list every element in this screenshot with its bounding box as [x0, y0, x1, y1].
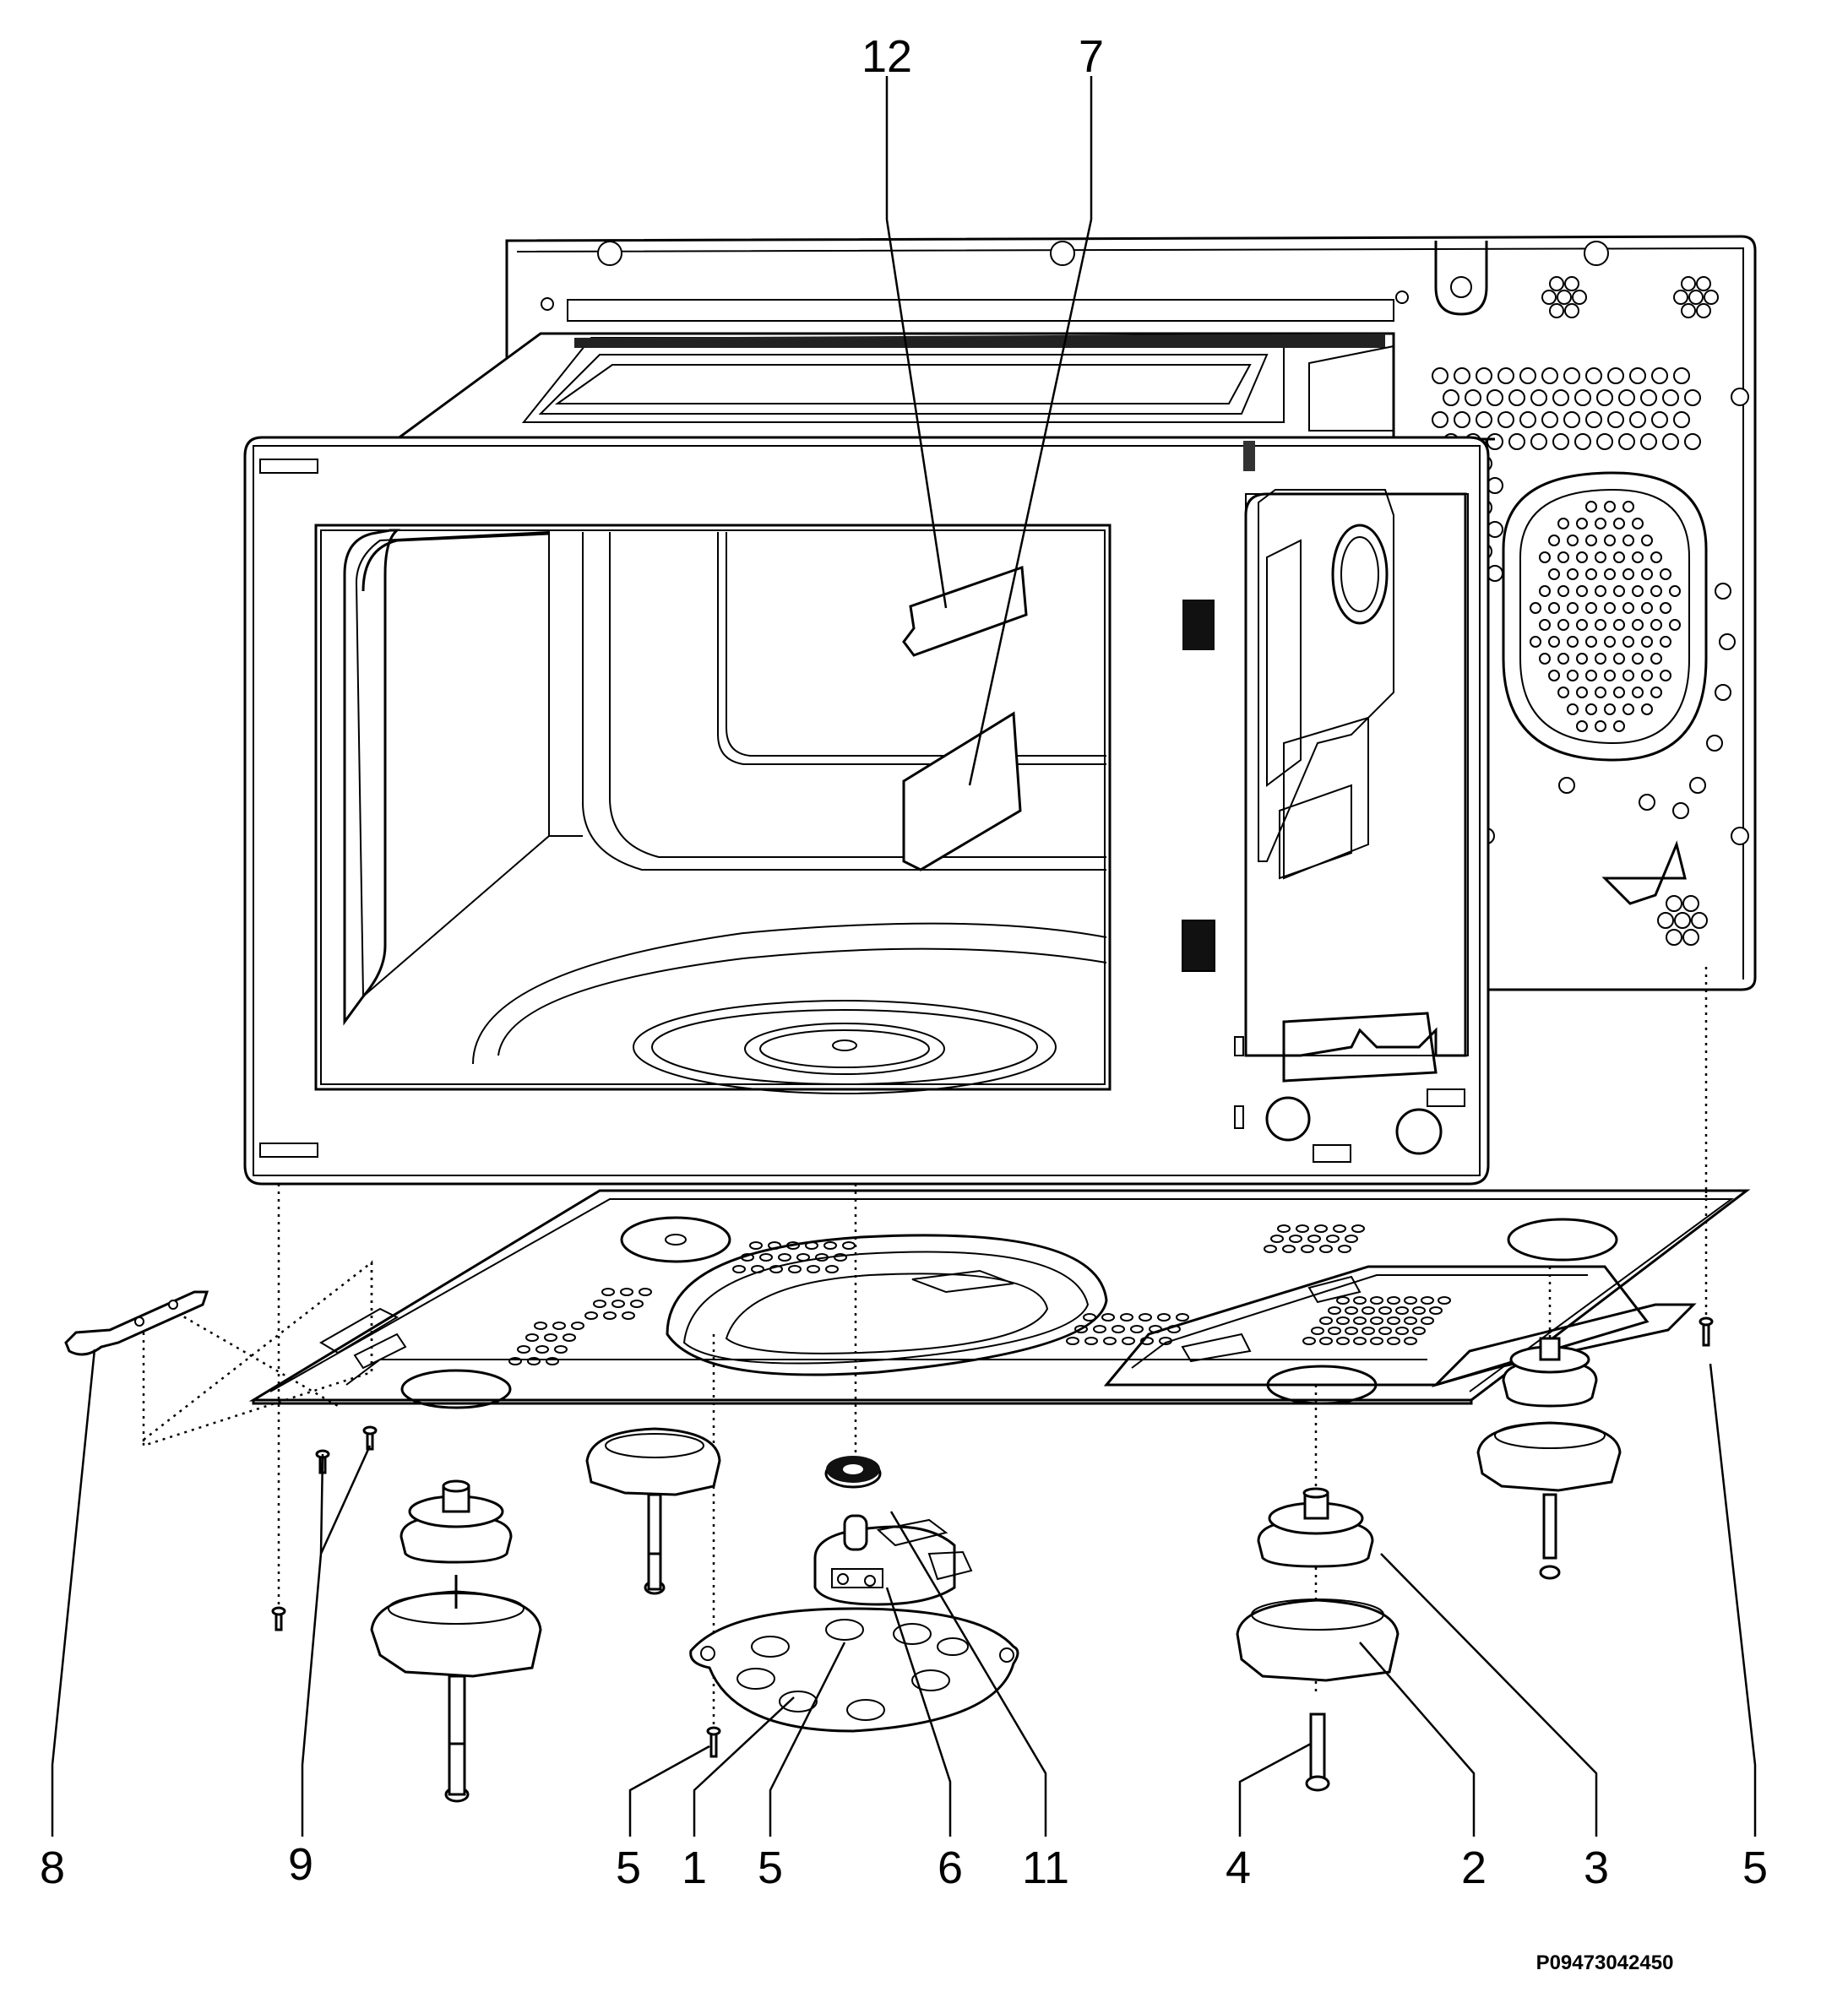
- callout-7: 7: [1079, 31, 1104, 82]
- lever-part: [64, 1290, 209, 1356]
- callout-6: 6: [938, 1843, 963, 1893]
- foot-far-right-lower: [1476, 1421, 1622, 1580]
- screw: [362, 1425, 378, 1451]
- foot-right-lower: [1236, 1598, 1400, 1792]
- callout-3: 3: [1584, 1843, 1609, 1893]
- callout-5-middle: 5: [758, 1843, 783, 1893]
- foot-right-upper: [1257, 1487, 1374, 1568]
- cavity-top: [393, 332, 1495, 441]
- motor-coupler-ring: [824, 1456, 882, 1489]
- foot-left-upper: [399, 1479, 513, 1564]
- callout-5-right: 5: [1742, 1843, 1768, 1893]
- base-plate: [248, 1189, 1751, 1409]
- screw: [271, 1606, 286, 1631]
- foot-left-lower: [370, 1575, 542, 1803]
- foot-middle-left: [585, 1427, 721, 1595]
- callout-8: 8: [40, 1843, 65, 1893]
- front-frame: [243, 436, 1490, 1186]
- callout-1: 1: [682, 1843, 707, 1893]
- screw: [706, 1726, 721, 1758]
- callout-9: 9: [288, 1839, 313, 1890]
- callout-5-left: 5: [616, 1843, 641, 1893]
- foot-far-right-upper: [1502, 1337, 1598, 1408]
- callout-11: 11: [1022, 1843, 1069, 1893]
- screw: [1699, 1316, 1714, 1347]
- turntable-base-plate: [689, 1607, 1019, 1733]
- callout-4: 4: [1226, 1843, 1251, 1893]
- callout-2: 2: [1461, 1843, 1487, 1893]
- callout-labels: 12 7 8 9 5 1 5 6 11 4 2 3 5 P09473042450: [40, 31, 1768, 1974]
- drawing-number: P09473042450: [1536, 1951, 1674, 1974]
- turntable-motor: [813, 1514, 973, 1606]
- callout-12: 12: [861, 31, 912, 82]
- leader-lines: [51, 76, 1757, 1837]
